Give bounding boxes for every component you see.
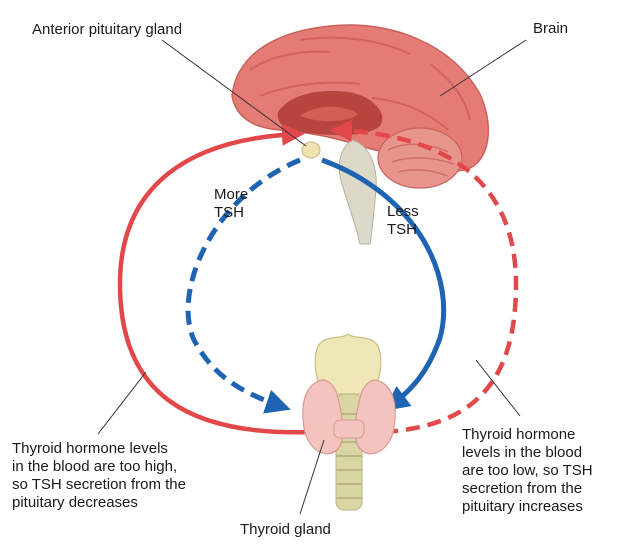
leader-line-thyroid bbox=[300, 440, 324, 514]
red-solid-feedback-arrow bbox=[120, 134, 312, 432]
label-levels-too-low: Thyroid hormone levels in the blood are … bbox=[462, 426, 593, 516]
leader-line-too-high bbox=[98, 372, 146, 434]
label-brain: Brain bbox=[533, 20, 568, 38]
thyroid-illustration bbox=[303, 334, 395, 510]
label-thyroid-gland: Thyroid gland bbox=[240, 521, 331, 539]
label-more-tsh: More TSH bbox=[214, 186, 248, 222]
label-anterior-pituitary: Anterior pituitary gland bbox=[32, 21, 182, 39]
pituitary-gland-shape bbox=[302, 142, 320, 158]
label-levels-too-high: Thyroid hormone levels in the blood are … bbox=[12, 440, 186, 512]
label-less-tsh: Less TSH bbox=[387, 203, 419, 239]
